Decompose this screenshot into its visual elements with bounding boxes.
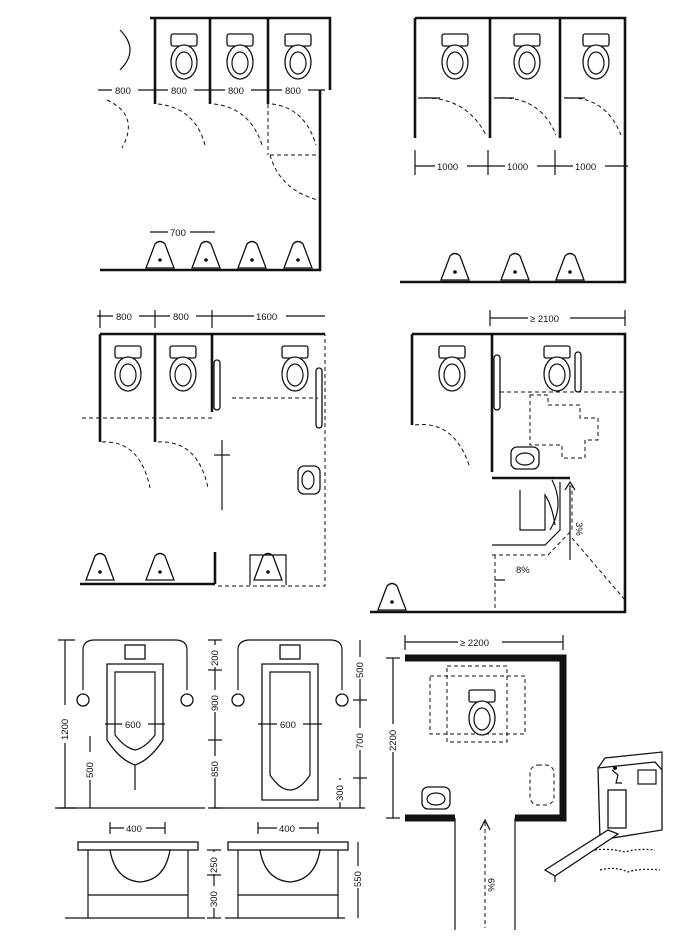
dim-c-1: 800 [116, 312, 132, 323]
urinal-row-c [85, 552, 287, 585]
panel-e-urinal-elevation: 1200 500 600 400 [55, 639, 205, 919]
dim-e-width: 400 [126, 824, 142, 835]
sink-h [421, 786, 451, 810]
dim-f-right-low: 300 [335, 785, 346, 801]
dim-d-width: ≥ 2100 [530, 314, 559, 325]
dim-e-bar-span: 600 [125, 720, 141, 731]
stall-partitions-b [488, 18, 562, 138]
panel-g-sink-heights: 250 300 550 [207, 842, 365, 919]
panel-e-sink-elevation: 400 [65, 822, 205, 919]
wc-h [468, 689, 496, 736]
dim-stall-1: 800 [115, 86, 131, 97]
dim-g-a: 250 [209, 857, 220, 873]
dim-f-seg-low: 850 [210, 761, 221, 777]
dim-f-right-top: 500 [355, 662, 366, 678]
dim-e-rim-height: 500 [85, 762, 96, 778]
slope-3-percent: 3% [573, 522, 584, 536]
dim-b-1: 1000 [437, 162, 458, 173]
dim-g-c: 550 [353, 871, 364, 887]
panel-c-accessible-stall: 800 800 1600 [80, 310, 326, 587]
dim-urinal-spacing: 700 [170, 228, 186, 239]
panel-h-accessible-room: 6% ≥ 2200 2200 [386, 635, 567, 930]
wc-d-left [438, 345, 466, 392]
dim-f-seg-mid: 900 [210, 695, 221, 711]
dim-b-2: 1000 [507, 162, 528, 173]
dim-c-3: 1600 [256, 312, 277, 323]
dim-b-3: 1000 [575, 162, 596, 173]
panel-f-urinal-elevation: 200 900 850 600 500 700 300 400 [208, 639, 367, 919]
dim-g-b: 300 [209, 891, 220, 907]
urinal-row-b [440, 252, 585, 281]
dim-h-width: ≥ 2200 [460, 638, 489, 649]
dim-line-stalls: 800 800 800 800 [98, 84, 325, 97]
sink-c [297, 465, 321, 495]
wc-d-right [543, 345, 571, 392]
dim-e-total-height: 1200 [60, 719, 71, 740]
panel-i-booth-sketch [543, 751, 663, 882]
dim-line-h: ≥ 2200 2200 [386, 635, 564, 819]
dim-h-depth: 2200 [388, 730, 399, 751]
dim-f-width: 400 [279, 824, 295, 835]
slope-8-percent: 8% [516, 565, 530, 576]
dim-stall-4: 800 [285, 86, 301, 97]
dim-f-bar-span: 600 [280, 720, 296, 731]
panel-b-stalls-1000: 1000 1000 1000 [400, 16, 628, 284]
dim-line-c: 800 800 1600 [97, 310, 325, 328]
panel-a-stalls-800: 800 800 800 800 700 [98, 16, 332, 272]
dim-line-d: ≥ 2100 [489, 310, 626, 326]
door-swings [106, 99, 321, 201]
panel-d-accessible-room: 3% 8% ≥ 2100 [370, 310, 627, 614]
door-swings-c [101, 441, 209, 489]
slope-6-percent: 6% [485, 878, 496, 892]
panel-f-sink-elevation: 400 [225, 822, 349, 919]
dim-f-right-mid: 700 [355, 733, 366, 749]
stall-partitions-c [153, 334, 214, 442]
dim-stall-3: 800 [228, 86, 244, 97]
urinal-d [377, 582, 407, 611]
door-swings-b [417, 97, 622, 136]
sink-d [510, 446, 540, 470]
dim-c-2: 800 [173, 312, 189, 323]
urinal-row: 700 [145, 226, 313, 269]
dim-f-seg-top: 200 [210, 650, 221, 666]
dim-stall-2: 800 [171, 86, 187, 97]
grab-bar-d [493, 354, 501, 411]
stall-toilets [170, 33, 312, 80]
dim-line-b: 1000 1000 1000 [414, 150, 628, 175]
stall-toilets-b [441, 33, 610, 80]
